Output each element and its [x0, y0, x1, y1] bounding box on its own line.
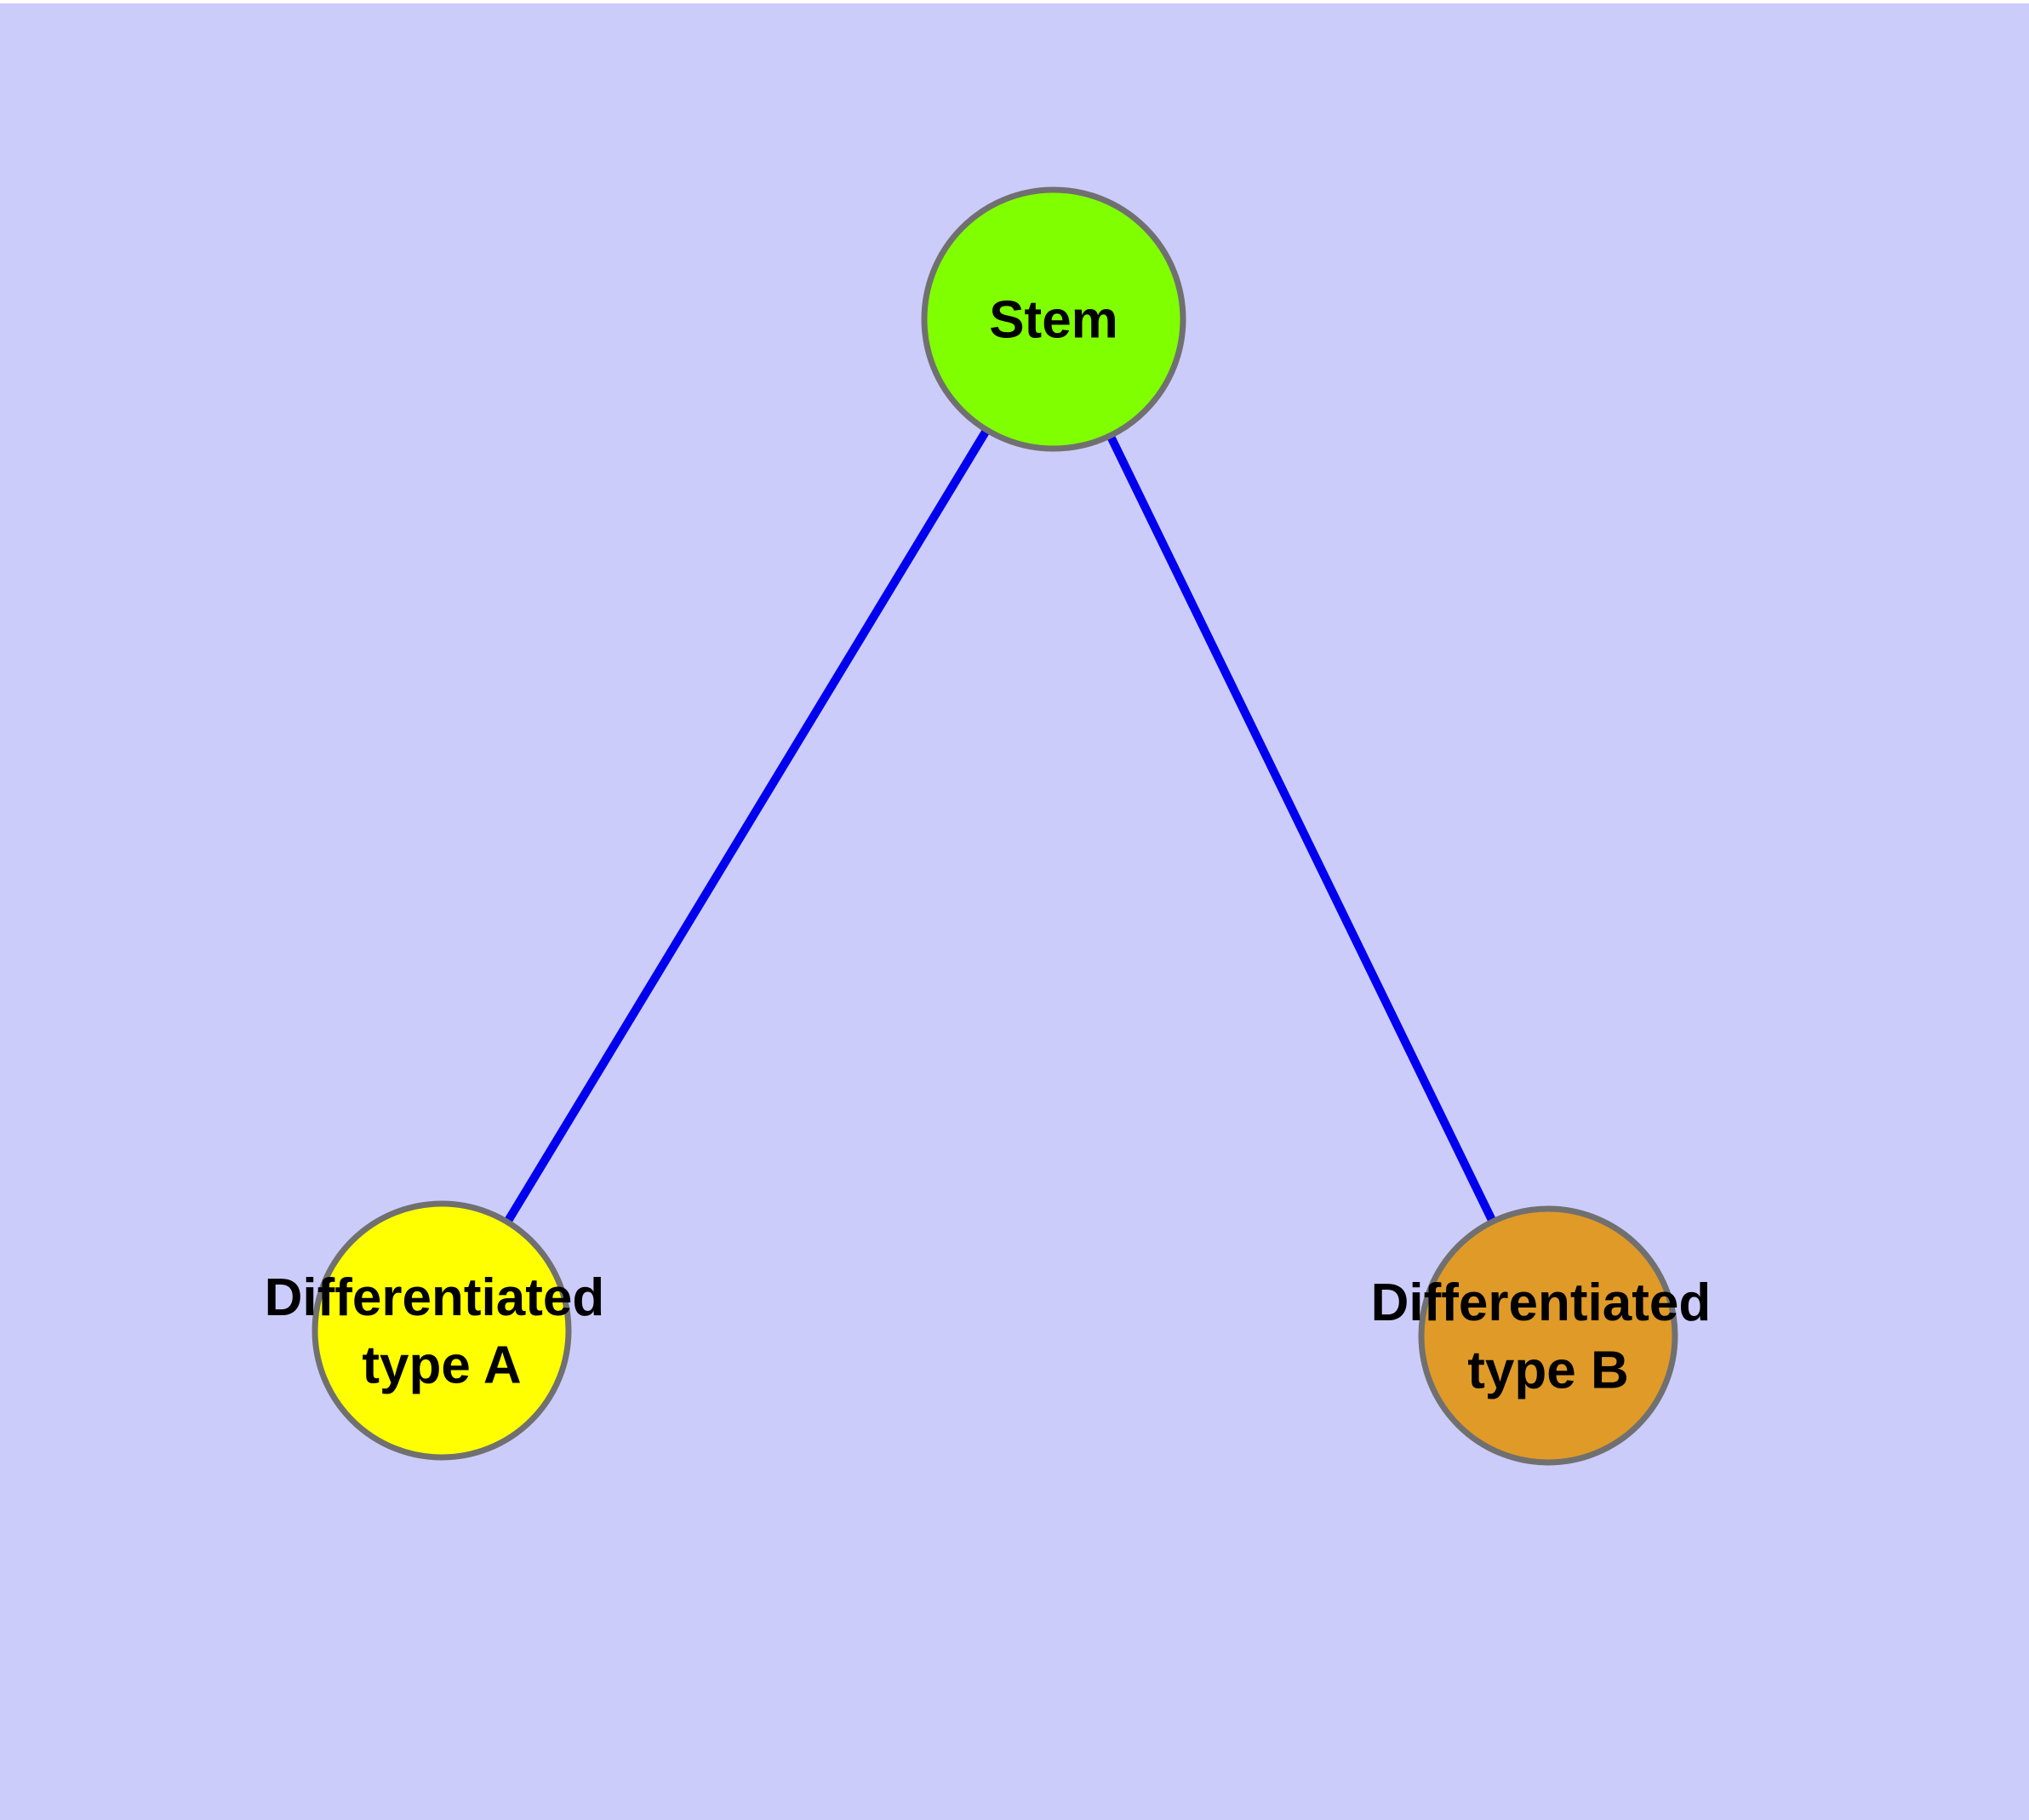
node-differentiated-a-label-line-2: type A	[362, 1336, 521, 1394]
node-stem-circle[interactable]	[921, 186, 1186, 452]
node-differentiated-b-label-line-2: type B	[1467, 1341, 1628, 1399]
node-differentiated-a[interactable]	[311, 1200, 572, 1461]
label-layer: Stem Differentiated type A Differentiate…	[265, 291, 1726, 1400]
edge-layer	[502, 425, 1498, 1227]
node-differentiated-b-label-line-1: Differentiated	[1371, 1273, 1712, 1332]
node-differentiated-a-circle[interactable]	[311, 1200, 572, 1461]
node-stem-label: Stem	[989, 291, 1118, 350]
node-differentiated-b[interactable]	[1418, 1205, 1678, 1466]
node-differentiated-a-label-line-1: Differentiated	[265, 1268, 605, 1327]
edge-stem-to-differentiated-b[interactable]	[1105, 431, 1498, 1226]
node-stem-label-line-1: Stem	[989, 291, 1118, 350]
node-stem[interactable]	[921, 186, 1186, 452]
node-layer	[311, 186, 1678, 1466]
node-differentiated-b-circle[interactable]	[1418, 1205, 1678, 1466]
node-differentiated-a-label: Differentiated type A	[265, 1268, 620, 1394]
node-differentiated-b-label: Differentiated type B	[1371, 1273, 1726, 1399]
edge-stem-to-differentiated-a[interactable]	[502, 425, 992, 1227]
